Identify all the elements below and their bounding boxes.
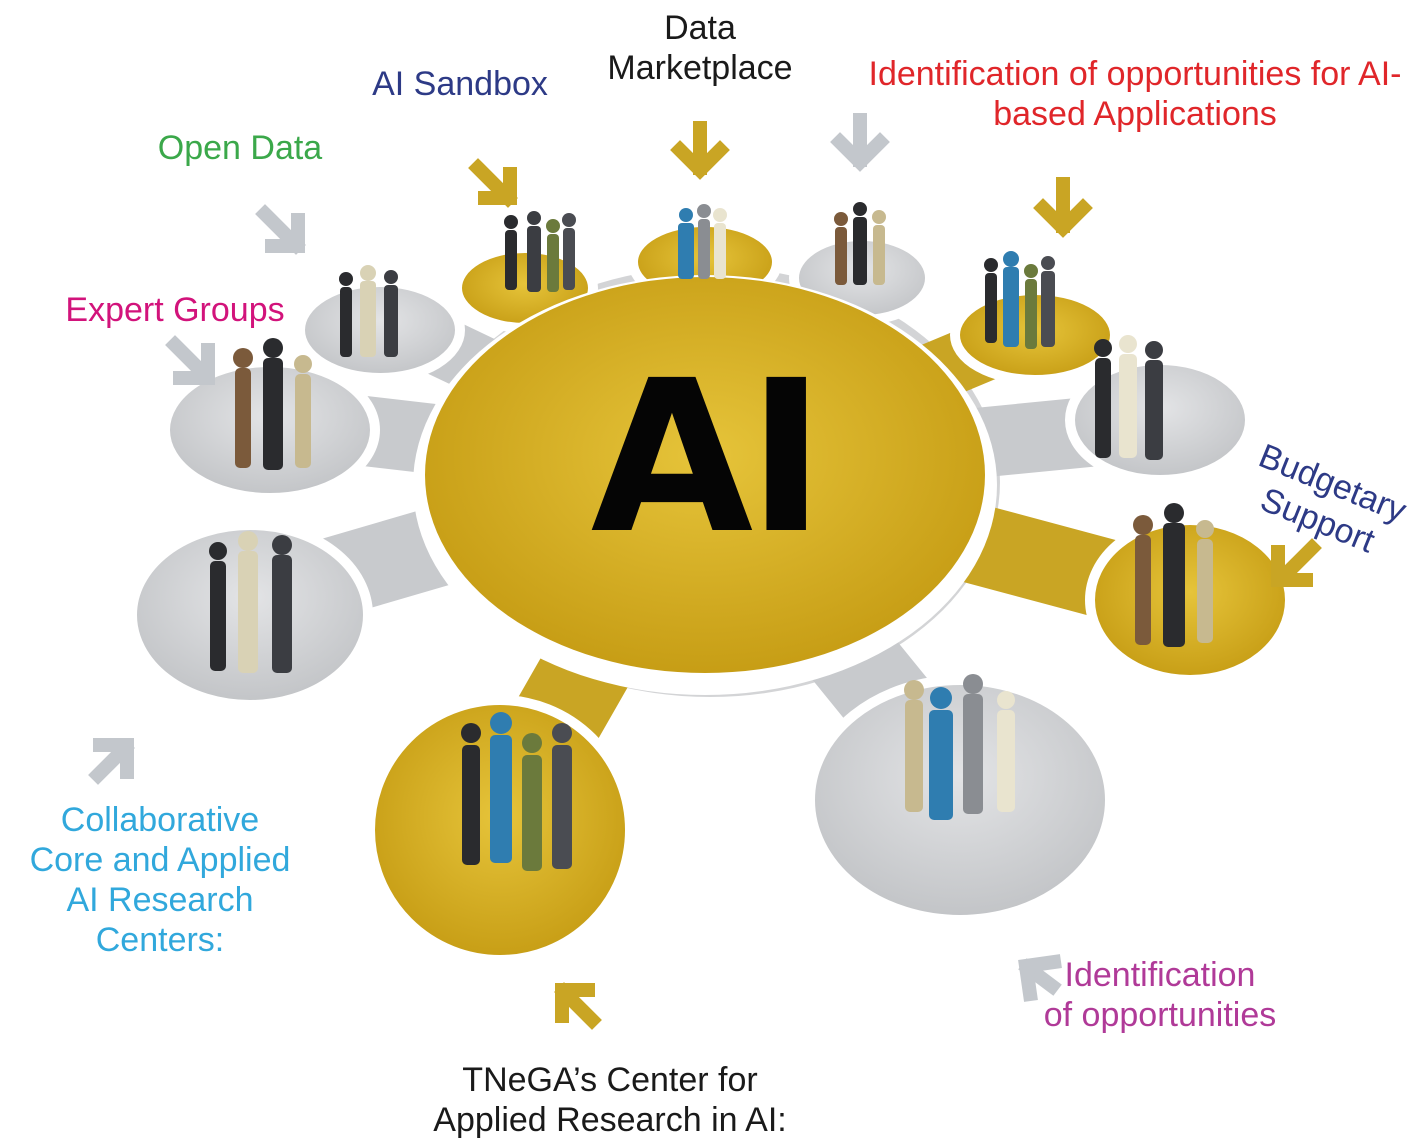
people-group: [233, 338, 312, 470]
people-group: [1094, 335, 1163, 460]
arrow-data-marketplace: [670, 121, 730, 180]
arrow-open-data: [255, 204, 306, 255]
center-disk: [413, 275, 997, 695]
people-group: [834, 202, 886, 285]
people-group: [984, 251, 1055, 349]
arrow-budgetary-support: [1271, 538, 1322, 588]
people-group: [904, 674, 1015, 820]
arrow-identification-ai-apps-gold: [1033, 177, 1093, 238]
arrow-identification-opportunities: [1018, 954, 1062, 1002]
label-open-data: Open Data: [157, 129, 323, 167]
arrow-identification-ai-apps-gray: [830, 113, 890, 172]
people-groups: [209, 202, 1214, 871]
label-tnega-center: TNeGA’s Center for Applied Research in A…: [433, 1061, 787, 1139]
people-group: [339, 265, 398, 357]
people-group: [209, 531, 292, 673]
people-group: [461, 712, 572, 871]
people-group: [504, 211, 576, 292]
label-ai-sandbox: AI Sandbox: [372, 65, 548, 103]
label-identification-ai-apps: Identification of opportunities for AI- …: [868, 55, 1402, 133]
center-ai-label: AI: [591, 335, 820, 580]
arrow-tnega-center: [554, 982, 602, 1030]
people-group: [1133, 503, 1214, 647]
pointer-arrows: [88, 113, 1322, 1030]
arrow-expert-groups: [165, 335, 215, 385]
label-expert-groups: Expert Groups: [65, 291, 285, 329]
arrow-ai-sandbox: [468, 158, 518, 208]
label-data-marketplace: Data Marketplace: [607, 9, 793, 87]
label-collaborative-centers: Collaborative Core and Applied AI Resear…: [29, 801, 291, 959]
people-group: [678, 204, 727, 279]
label-identification-opportunities: Identification of opportunities: [1043, 956, 1277, 1034]
arrow-collaborative-centers: [88, 738, 135, 785]
